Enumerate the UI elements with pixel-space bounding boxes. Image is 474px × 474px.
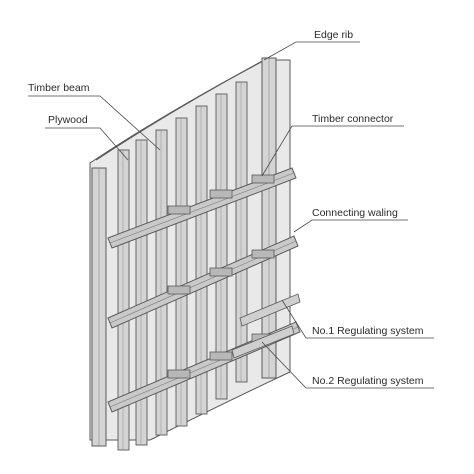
timber-connector — [209, 267, 233, 277]
timber-connector — [167, 369, 191, 379]
timber-beam — [215, 93, 228, 400]
timber-beam — [117, 149, 130, 451]
timber-beam — [155, 129, 168, 436]
timber-connector — [251, 174, 275, 184]
timber-beams — [117, 81, 248, 451]
timber-connectors — [167, 174, 275, 379]
label-regulating-2: No.2 Regulating system — [312, 375, 424, 387]
timber-beam — [135, 139, 148, 446]
label-regulating-1: No.1 Regulating system — [312, 325, 424, 337]
timber-connector — [167, 205, 191, 215]
timber-connector — [167, 285, 191, 295]
timber-beam — [195, 105, 208, 415]
leader-lines — [28, 41, 434, 389]
label-connecting-waling: Connecting waling — [312, 207, 398, 219]
timber-connector — [251, 249, 275, 259]
label-edge-rib: Edge rib — [314, 29, 353, 41]
leader-regulating-1 — [281, 299, 434, 339]
leader-connecting-waling — [293, 219, 408, 233]
leader-regulating-2 — [261, 341, 434, 389]
timber-connector — [209, 189, 233, 199]
regulating-system-1 — [239, 293, 301, 327]
leader-plywood — [45, 127, 129, 161]
timber-beam — [175, 117, 188, 427]
timber-connector — [209, 351, 233, 361]
leader-timber-connector — [261, 125, 404, 177]
label-timber-beam: Timber beam — [28, 82, 90, 94]
leader-timber-beam — [28, 95, 161, 151]
timber-beam — [235, 81, 248, 383]
leader-edge-rib — [263, 41, 360, 61]
label-timber-connector: Timber connector — [312, 113, 394, 125]
label-plywood: Plywood — [48, 114, 88, 126]
regulating-systems — [231, 293, 301, 359]
regulating-system-2 — [231, 325, 295, 359]
panel-top-edge — [95, 57, 269, 161]
